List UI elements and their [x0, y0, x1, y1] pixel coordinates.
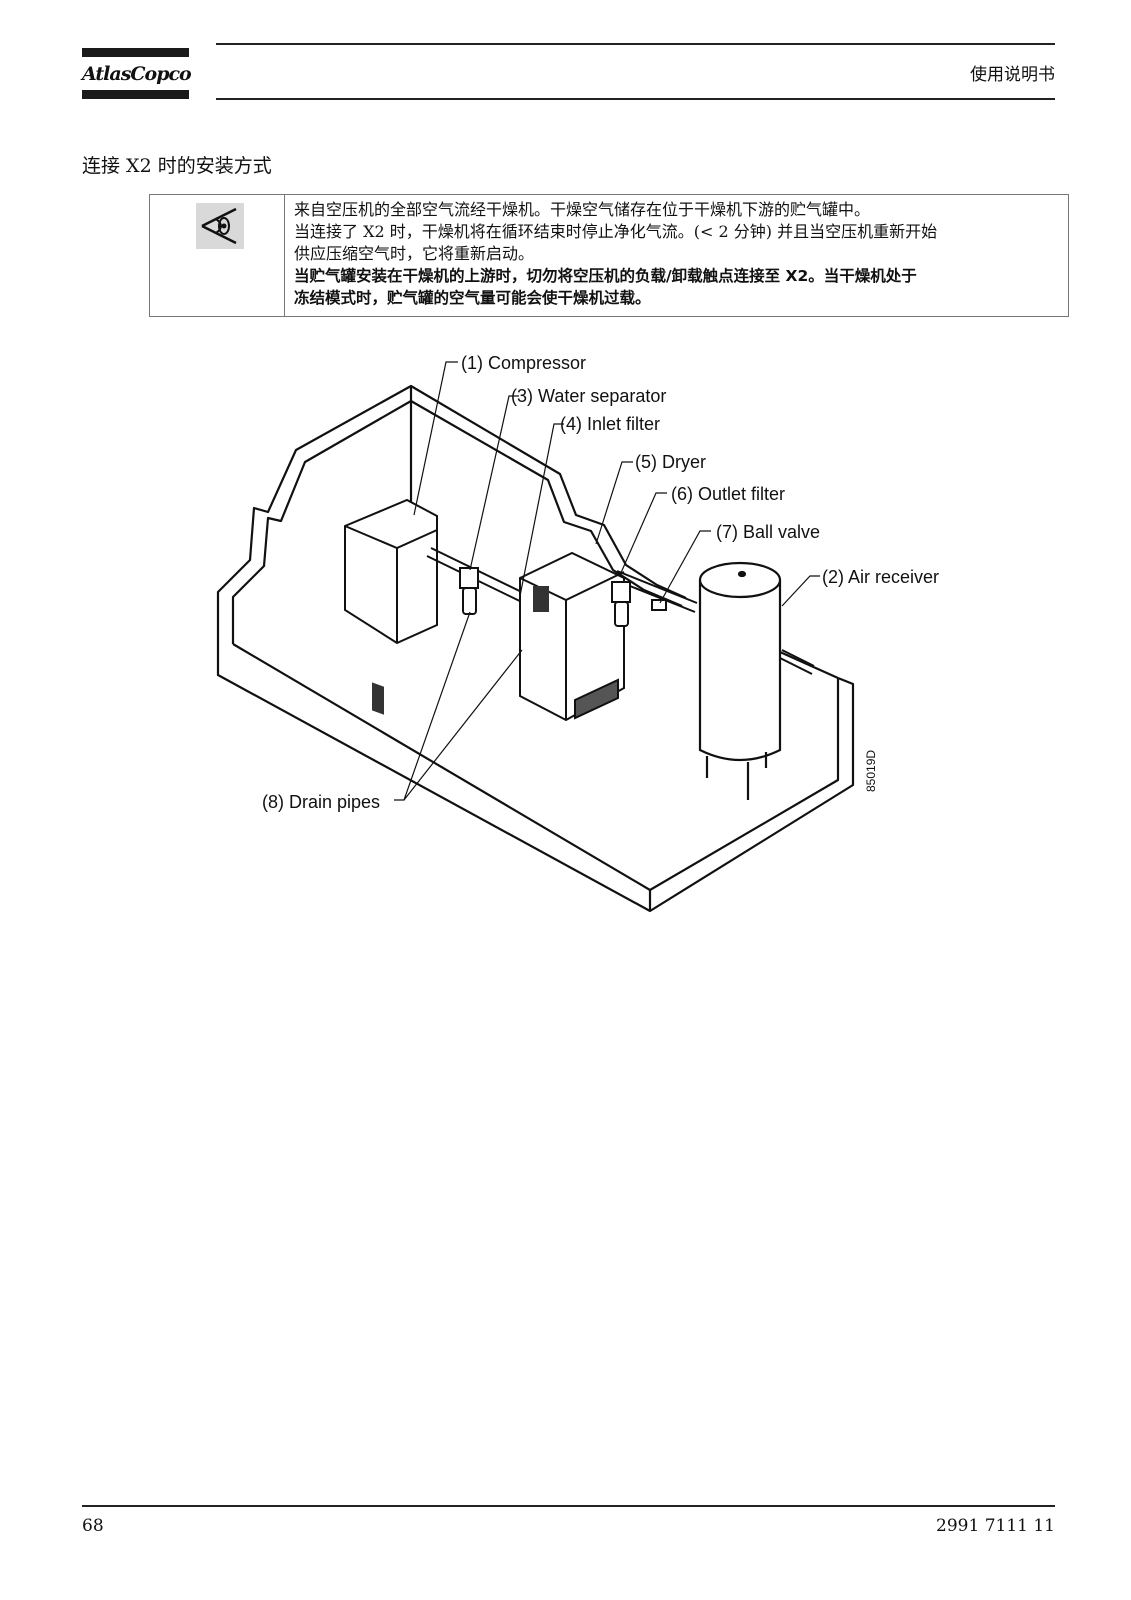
header-rule-top [216, 43, 1055, 45]
label-water-separator: (3) Water separator [511, 386, 666, 406]
air-receiver [698, 561, 782, 800]
eye-attention-icon [196, 203, 244, 249]
compressor-unit [344, 498, 438, 715]
outlet-filter [611, 581, 631, 627]
label-dryer: (5) Dryer [635, 452, 706, 472]
section-title: 连接 X2 时的安装方式 [82, 155, 272, 177]
logo-bar-bottom [82, 90, 189, 99]
note-line-1: 来自空压机的全部空气流经干燥机。干燥空气储存在位于干燥机下游的贮气罐中。 [294, 200, 871, 219]
label-compressor: (1) Compressor [461, 353, 586, 373]
page-number: 68 [82, 1516, 104, 1536]
floor-slab [216, 659, 855, 913]
note-box: 来自空压机的全部空气流经干燥机。干燥空气储存在位于干燥机下游的贮气罐中。 当连接… [149, 194, 1069, 317]
header-title: 使用说明书 [970, 65, 1055, 85]
label-air-receiver: (2) Air receiver [822, 567, 939, 587]
atlas-copco-logo: AtlasCopco [82, 63, 192, 85]
inlet-filter [459, 567, 479, 615]
ball-valve [651, 599, 667, 611]
logo-bar-top [82, 48, 189, 57]
label-drain-pipes: (8) Drain pipes [262, 792, 380, 812]
note-text: 来自空压机的全部空气流经干燥机。干燥空气储存在位于干燥机下游的贮气罐中。 当连接… [294, 199, 1064, 309]
figure-code: 85019D [864, 750, 878, 792]
note-line-3: 供应压缩空气时，它将重新启动。 [294, 244, 535, 263]
document-number: 2991 7111 11 [936, 1516, 1055, 1536]
header-rule-bottom [216, 98, 1055, 100]
label-inlet-filter: (4) Inlet filter [560, 414, 660, 434]
dryer-unit [519, 551, 625, 722]
note-warning-line-1: 当贮气罐安装在干燥机的上游时，切勿将空压机的负载/卸载触点连接至 X2。当干燥机… [294, 267, 917, 285]
note-divider [284, 195, 285, 316]
label-ball-valve: (7) Ball valve [716, 522, 820, 542]
footer-rule [82, 1505, 1055, 1507]
note-warning-line-2: 冻结模式时，贮气罐的空气量可能会使干燥机过载。 [294, 289, 651, 307]
label-outlet-filter: (6) Outlet filter [671, 484, 785, 504]
note-line-2: 当连接了 X2 时，干燥机将在循环结束时停止净化气流。(< 2 分钟) 并且当空… [294, 222, 938, 241]
